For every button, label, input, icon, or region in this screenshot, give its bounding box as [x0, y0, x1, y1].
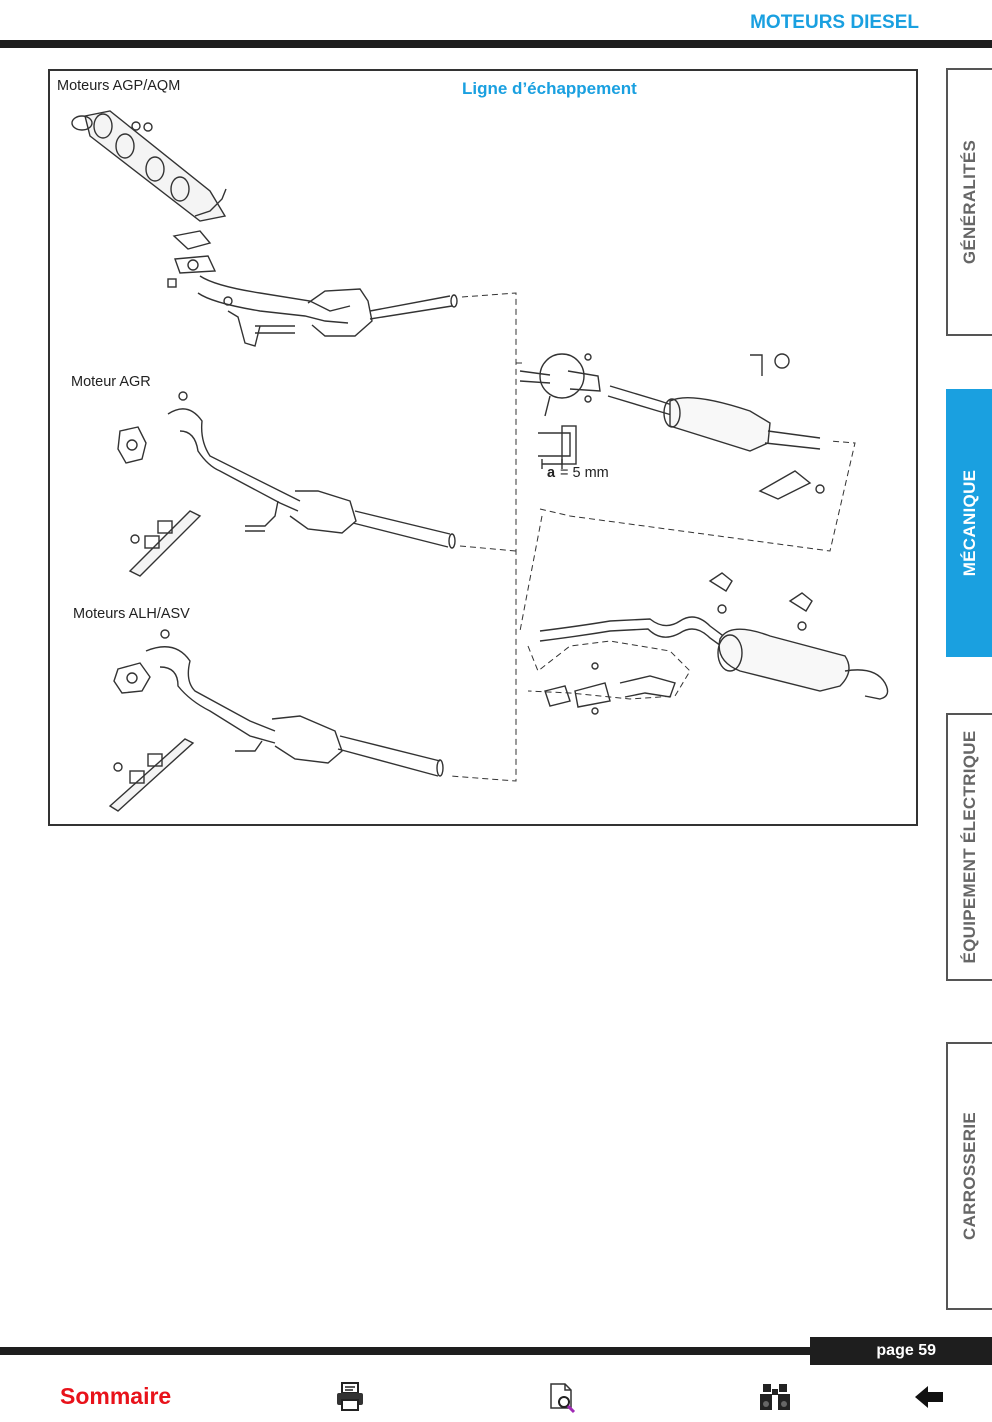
label-engine-agp-aqm: Moteurs AGP/AQM — [57, 78, 181, 94]
link-lines — [449, 292, 856, 782]
footer-rule — [0, 1347, 810, 1355]
manifold-agp-aqm — [71, 110, 458, 347]
tab-label-mecanique: MÉCANIQUE — [960, 469, 979, 577]
tab-mecanique[interactable]: MÉCANIQUE — [946, 389, 992, 657]
tab-carrosserie[interactable]: CARROSSERIE — [946, 1042, 992, 1310]
label-engine-alh-asv: Moteurs ALH/ASV — [73, 606, 190, 622]
dimension-a-value: = 5 mm — [560, 465, 609, 481]
dimension-a-letter: a — [547, 465, 556, 481]
printer-icon[interactable] — [334, 1380, 368, 1414]
tab-label-equipement-electrique: ÉQUIPEMENT ÉLECTRIQUE — [960, 730, 979, 964]
page-number-box: page 59 — [810, 1337, 992, 1365]
label-engine-agr: Moteur AGR — [71, 374, 151, 390]
tab-generalites[interactable]: GÉNÉRALITÉS — [946, 68, 992, 336]
exhaust-line-drawing — [71, 110, 889, 812]
header-rule — [0, 40, 992, 48]
sommaire-link[interactable]: Sommaire — [60, 1383, 172, 1409]
back-arrow-icon[interactable] — [912, 1380, 946, 1414]
document-search-icon[interactable] — [546, 1380, 580, 1414]
downpipe-agr — [117, 391, 456, 577]
tab-label-carrosserie: CARROSSERIE — [960, 1112, 979, 1240]
exhaust-diagram: Ligne d’échappement Moteurs AGP/AQM Mote… — [48, 69, 918, 826]
binoculars-icon[interactable] — [758, 1380, 792, 1414]
downpipe-alh-asv — [108, 629, 444, 812]
middle-muffler — [519, 353, 825, 500]
tab-label-generalites: GÉNÉRALITÉS — [960, 139, 979, 265]
section-title: MOTEURS DIESEL — [750, 12, 919, 33]
figure-title: Ligne d’échappement — [462, 79, 637, 98]
rear-silencer — [539, 572, 889, 715]
page-number: page 59 — [876, 1342, 936, 1359]
tab-equipement-electrique[interactable]: ÉQUIPEMENT ÉLECTRIQUE — [946, 713, 992, 981]
